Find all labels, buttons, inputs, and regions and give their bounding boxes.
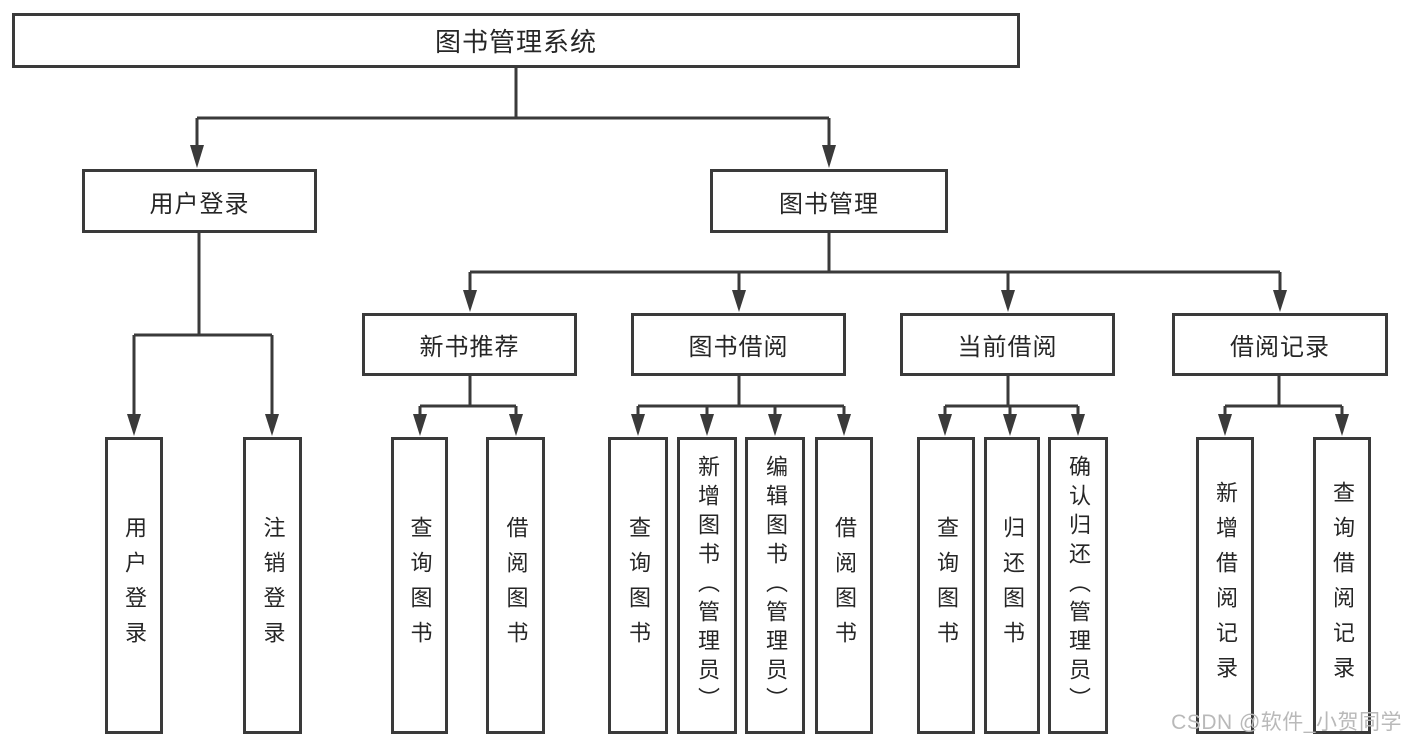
arrow-down-icon: [822, 145, 836, 168]
node-book-borrow-label: 图书借阅: [688, 334, 789, 361]
node-book-management: 图书管理: [710, 169, 948, 233]
node-current-borrow-label: 当前借阅: [957, 334, 1058, 361]
node-borrow-records-label: 借阅记录: [1230, 334, 1330, 361]
node-new-book-recommend: 新书推荐: [362, 313, 577, 376]
node-root: 图书管理系统: [12, 13, 1020, 68]
node-user-login-label: 用户登录: [149, 190, 250, 218]
arrow-down-icon: [938, 414, 952, 436]
arrow-down-icon: [127, 414, 141, 436]
node-borrow-records: 借阅记录: [1172, 313, 1388, 376]
watermark: CSDN @软件_小贺同学: [1171, 711, 1402, 734]
arrow-down-icon: [463, 290, 477, 312]
leaf-borrow-borrow-books: 借阅图书: [815, 437, 873, 734]
arrow-down-icon: [1071, 414, 1085, 436]
node-book-management-label: 图书管理: [779, 190, 879, 218]
node-root-label: 图书管理系统: [434, 27, 597, 57]
leaf-add-borrow-record: 新增借阅记录: [1196, 437, 1254, 734]
arrow-down-icon: [732, 290, 746, 312]
leaf-return-book: 归还图书: [984, 437, 1040, 734]
arrow-down-icon: [190, 145, 204, 168]
arrow-down-icon: [1335, 414, 1349, 436]
arrow-down-icon: [1218, 414, 1232, 436]
leaf-newbooks-borrow-books: 借阅图书: [486, 437, 545, 734]
leaf-confirm-return-admin: 确认归还（管理员）: [1048, 437, 1108, 734]
arrow-down-icon: [265, 414, 279, 436]
leaf-add-book-admin: 新增图书（管理员）: [677, 437, 737, 734]
leaf-current-query-books: 查询图书: [917, 437, 975, 734]
leaf-borrow-query-books: 查询图书: [608, 437, 668, 734]
arrow-down-icon: [837, 414, 851, 436]
node-user-login: 用户登录: [82, 169, 317, 233]
leaf-edit-book-admin: 编辑图书（管理员）: [745, 437, 805, 734]
arrow-down-icon: [631, 414, 645, 436]
arrow-down-icon: [413, 414, 427, 436]
node-new-book-recommend-label: 新书推荐: [419, 334, 520, 361]
arrow-down-icon: [1003, 414, 1017, 436]
node-current-borrow: 当前借阅: [900, 313, 1115, 376]
arrow-down-icon: [1273, 290, 1287, 312]
leaf-logout: 注销登录: [243, 437, 302, 734]
arrow-down-icon: [509, 414, 523, 436]
node-book-borrow: 图书借阅: [631, 313, 846, 376]
leaf-user-login: 用户登录: [105, 437, 163, 734]
arrow-down-icon: [700, 414, 714, 436]
arrow-down-icon: [1001, 290, 1015, 312]
arrow-down-icon: [768, 414, 782, 436]
leaf-newbooks-query-books: 查询图书: [391, 437, 448, 734]
leaf-query-borrow-record: 查询借阅记录: [1313, 437, 1371, 734]
